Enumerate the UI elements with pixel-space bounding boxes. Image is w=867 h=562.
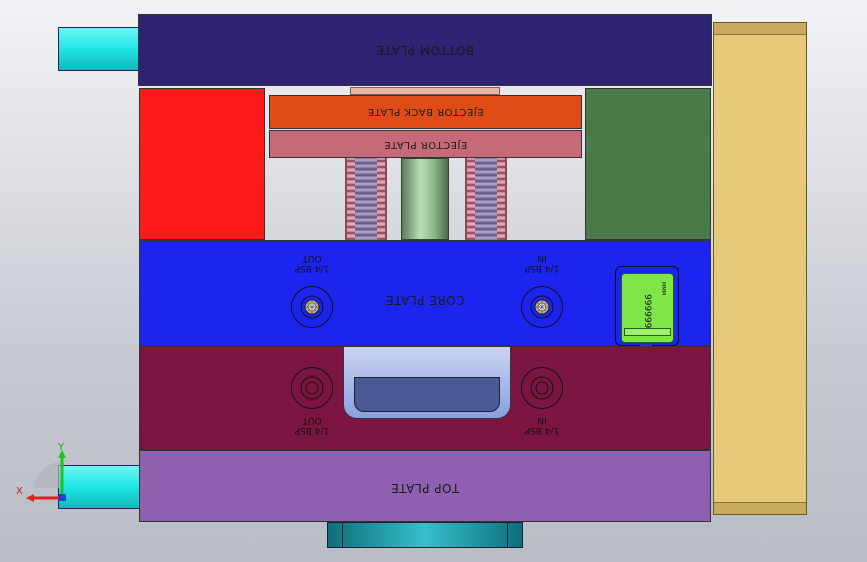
center-ejector-pin <box>401 158 449 240</box>
top-plate[interactable]: TOP PLATE <box>139 450 711 522</box>
cavity-plate[interactable]: 1/4 BSP OUT 1/4 BSP IN <box>139 346 711 450</box>
core-port-left-fitting[interactable] <box>291 286 333 328</box>
core-port-right-label: 1/4 BSP IN <box>512 253 572 273</box>
mould-id-tag[interactable]: 9999999 MMM <box>615 266 679 346</box>
cavity-pocket <box>343 347 511 419</box>
bottom-plate[interactable]: BOTTOM PLATE <box>138 14 712 86</box>
tag-text: MMM <box>660 282 666 295</box>
return-spring-right <box>465 158 507 240</box>
guide-pin-bottom[interactable] <box>58 465 140 509</box>
cavity-port-left-size: 1/4 BSP <box>294 425 330 435</box>
side-block[interactable] <box>713 22 807 515</box>
axis-triad: Y X <box>14 442 74 504</box>
axis-x-label: X <box>16 486 23 497</box>
ejector-back-plate-label: EJECTOR BACK PLATE <box>367 106 484 117</box>
guide-pin-top[interactable] <box>58 27 140 71</box>
axis-triad-icon <box>26 450 66 502</box>
bottom-plate-label: BOTTOM PLATE <box>376 43 474 57</box>
cavity-port-left-dir: OUT <box>302 415 322 425</box>
cavity-port-right-dir: IN <box>537 415 547 425</box>
top-plate-label: TOP PLATE <box>390 481 460 495</box>
ejector-top-strip <box>350 87 500 95</box>
ejector-plate[interactable]: EJECTOR PLATE <box>269 130 582 158</box>
left-pillar[interactable] <box>139 88 265 240</box>
return-spring-left <box>345 158 387 240</box>
water-fitting-icon <box>530 295 554 319</box>
ejector-back-plate[interactable]: EJECTOR BACK PLATE <box>269 95 582 129</box>
water-port-icon <box>530 376 554 400</box>
locating-ring[interactable] <box>327 522 523 548</box>
core-port-left-label: 1/4 BSP OUT <box>282 253 342 273</box>
core-port-left-dir: OUT <box>302 253 322 263</box>
cavity-port-left-label: 1/4 BSP OUT <box>282 415 342 435</box>
water-port-icon <box>300 376 324 400</box>
ejector-plate-label: EJECTOR PLATE <box>383 139 468 150</box>
axis-y-label: Y <box>58 442 65 453</box>
core-port-right-fitting[interactable] <box>521 286 563 328</box>
cavity-port-right-fitting[interactable] <box>521 367 563 409</box>
cavity-port-right-size: 1/4 BSP <box>524 425 560 435</box>
core-port-left-size: 1/4 BSP <box>294 263 330 273</box>
core-port-right-dir: IN <box>537 253 547 263</box>
water-fitting-icon <box>300 295 324 319</box>
core-port-right-size: 1/4 BSP <box>524 263 560 273</box>
cavity-port-right-label: 1/4 BSP IN <box>512 415 572 435</box>
core-plate[interactable]: CORE PLATE 1/4 BSP OUT 1/4 BSP IN <box>139 240 711 353</box>
right-pillar[interactable] <box>585 88 711 240</box>
cavity-port-left-fitting[interactable] <box>291 367 333 409</box>
